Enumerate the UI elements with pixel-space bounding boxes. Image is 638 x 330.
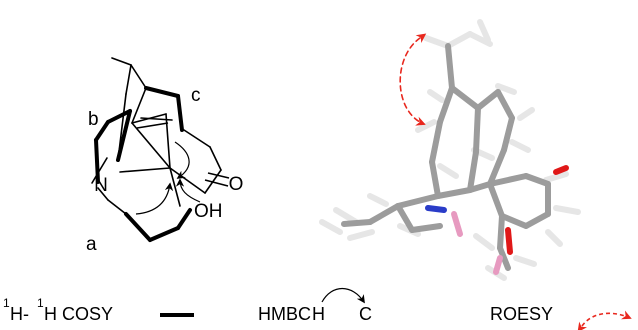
legend: 1 H- 1 H COSY HMBC H C ROESY [3,287,632,330]
cosy-h2: H COSY [44,304,113,324]
fragment-label-c: c [191,85,201,106]
cosy-bonds [94,86,192,242]
alkene-double-bond [136,122,169,129]
carbonyl-bond [204,172,230,187]
roesy-correlation-arrow [399,33,427,126]
molecular-model-3d [319,19,581,281]
hydroxyl-label: OH [194,201,223,222]
model-carbon-bonds [341,43,551,271]
cosy-superscript-2: 1 [37,296,44,310]
hmbc-h: H [312,304,325,324]
model-oxygens [505,165,569,255]
nitrogen-label: N [94,175,108,196]
legend-roesy: ROESY [490,304,632,330]
chemical-structure-2d: N O OH a b c [86,57,244,255]
model-nh-highlight [451,211,463,237]
roesy-arrow-key [577,310,632,330]
roesy-label: ROESY [490,304,553,324]
hmbc-arrows [135,141,201,215]
single-bonds [91,57,222,215]
hmbc-c: C [359,304,372,324]
cosy-h1: H- [10,304,29,324]
fragment-label-a: a [86,234,97,255]
legend-hmbc: HMBC H C [258,287,372,324]
cosy-superscript-1: 1 [3,296,10,310]
model-oh-highlight [493,255,503,275]
fragment-label-b: b [88,109,99,130]
legend-cosy: 1 H- 1 H COSY [3,296,194,324]
model-nitrogen [425,205,447,213]
carbonyl-oxygen-label: O [229,174,244,195]
hmbc-arrow-key [321,287,365,304]
hmbc-label: HMBC [258,304,311,324]
